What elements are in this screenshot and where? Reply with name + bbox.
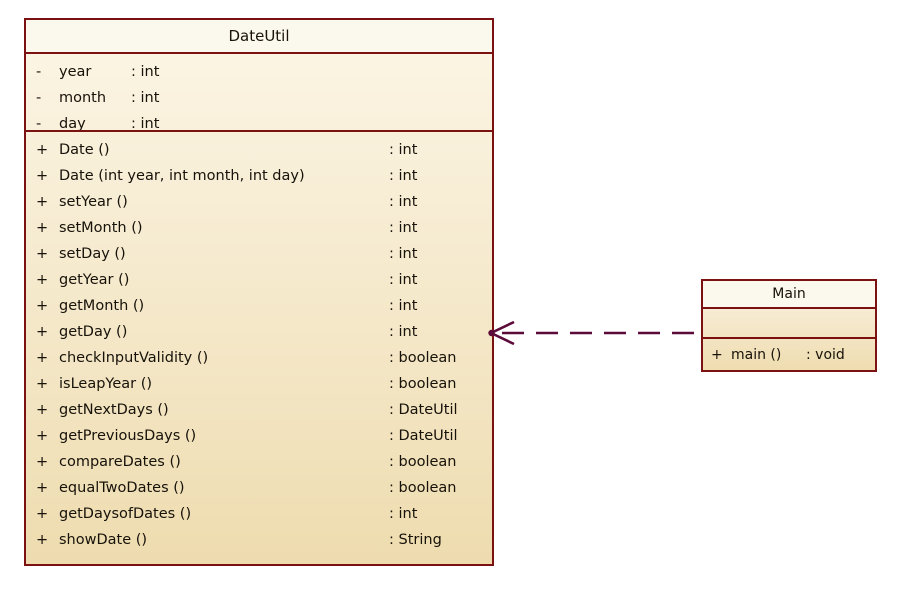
operation-name: equalTwoDates () bbox=[59, 480, 185, 496]
operation-return-type: : int bbox=[389, 142, 418, 158]
operation-row: + getMonth () : int bbox=[26, 293, 492, 319]
operation-row: + setMonth () : int bbox=[26, 215, 492, 241]
attribute-row: - year : int bbox=[26, 59, 492, 85]
attributes-compartment-dateutil: - year : int - month : int - day : int bbox=[26, 54, 492, 132]
operation-name: getPreviousDays () bbox=[59, 428, 197, 444]
operation-name: setYear () bbox=[59, 194, 128, 210]
attribute-type: : int bbox=[131, 64, 160, 80]
operation-name: getYear () bbox=[59, 272, 130, 288]
operation-return-type: : boolean bbox=[389, 480, 457, 496]
class-name-main: Main bbox=[703, 281, 875, 309]
operation-row: + getPreviousDays () : DateUtil bbox=[26, 423, 492, 449]
operation-return-type: : int bbox=[389, 168, 418, 184]
operation-return-type: : boolean bbox=[389, 454, 457, 470]
operation-name: Date () bbox=[59, 142, 110, 158]
visibility-marker: + bbox=[36, 480, 49, 496]
operation-row: + isLeapYear () : boolean bbox=[26, 371, 492, 397]
operation-return-type: : void bbox=[806, 347, 845, 363]
attribute-row: - day : int bbox=[26, 111, 492, 137]
visibility-marker: - bbox=[36, 90, 42, 106]
attribute-row: - month : int bbox=[26, 85, 492, 111]
class-box-main[interactable]: Main + main () : void bbox=[701, 279, 877, 372]
operation-return-type: : int bbox=[389, 194, 418, 210]
visibility-marker: + bbox=[36, 428, 49, 444]
visibility-marker: + bbox=[36, 376, 49, 392]
attribute-type: : int bbox=[131, 116, 160, 132]
visibility-marker: + bbox=[36, 272, 49, 288]
visibility-marker: + bbox=[36, 402, 49, 418]
operation-row: + equalTwoDates () : boolean bbox=[26, 475, 492, 501]
operation-row: + setDay () : int bbox=[26, 241, 492, 267]
operation-return-type: : boolean bbox=[389, 376, 457, 392]
operation-row: + checkInputValidity () : boolean bbox=[26, 345, 492, 371]
open-arrowhead-icon bbox=[490, 320, 515, 346]
operation-return-type: : int bbox=[389, 506, 418, 522]
operation-name: Date (int year, int month, int day) bbox=[59, 168, 305, 184]
visibility-marker: + bbox=[36, 506, 49, 522]
visibility-marker: - bbox=[36, 116, 42, 132]
operation-row: + getYear () : int bbox=[26, 267, 492, 293]
operation-return-type: : int bbox=[389, 298, 418, 314]
operation-row: + setYear () : int bbox=[26, 189, 492, 215]
operation-return-type: : int bbox=[389, 272, 418, 288]
visibility-marker: + bbox=[36, 350, 49, 366]
visibility-marker: + bbox=[36, 142, 49, 158]
operation-row: + compareDates () : boolean bbox=[26, 449, 492, 475]
operation-return-type: : String bbox=[389, 532, 442, 548]
visibility-marker: + bbox=[36, 168, 49, 184]
operation-row: + Date () : int bbox=[26, 137, 492, 163]
visibility-marker: + bbox=[36, 246, 49, 262]
visibility-marker: + bbox=[36, 298, 49, 314]
operation-name: compareDates () bbox=[59, 454, 181, 470]
operation-name: setDay () bbox=[59, 246, 126, 262]
operation-row: + getNextDays () : DateUtil bbox=[26, 397, 492, 423]
visibility-marker: + bbox=[711, 347, 723, 363]
dependency-connector-main-to-dateutil bbox=[488, 320, 704, 346]
attribute-name: day bbox=[59, 116, 86, 132]
operation-name: showDate () bbox=[59, 532, 148, 548]
visibility-marker: + bbox=[36, 454, 49, 470]
operations-compartment-main: + main () : void bbox=[703, 337, 875, 370]
operation-name: getNextDays () bbox=[59, 402, 169, 418]
class-box-dateutil[interactable]: DateUtil - year : int - month : int - da… bbox=[24, 18, 494, 566]
operation-return-type: : boolean bbox=[389, 350, 457, 366]
visibility-marker: + bbox=[36, 220, 49, 236]
operation-row: + getDay () : int bbox=[26, 319, 492, 345]
operation-return-type: : int bbox=[389, 324, 418, 340]
attribute-name: year bbox=[59, 64, 92, 80]
operation-row: + main () : void bbox=[703, 343, 875, 367]
visibility-marker: + bbox=[36, 324, 49, 340]
operation-name: setMonth () bbox=[59, 220, 143, 236]
operation-return-type: : int bbox=[389, 220, 418, 236]
attribute-name: month bbox=[59, 90, 107, 106]
visibility-marker: + bbox=[36, 194, 49, 210]
operation-row: + showDate () : String bbox=[26, 527, 492, 553]
attributes-compartment-main bbox=[703, 309, 875, 337]
operation-return-type: : DateUtil bbox=[389, 402, 458, 418]
operation-name: checkInputValidity () bbox=[59, 350, 209, 366]
operation-name: main () bbox=[731, 347, 782, 363]
operation-return-type: : int bbox=[389, 246, 418, 262]
attribute-type: : int bbox=[131, 90, 160, 106]
operation-name: getMonth () bbox=[59, 298, 145, 314]
operations-compartment-dateutil: + Date () : int + Date (int year, int mo… bbox=[26, 130, 492, 564]
operation-name: getDay () bbox=[59, 324, 128, 340]
operation-row: + Date (int year, int month, int day) : … bbox=[26, 163, 492, 189]
operation-name: isLeapYear () bbox=[59, 376, 153, 392]
operation-row: + getDaysofDates () : int bbox=[26, 501, 492, 527]
operation-return-type: : DateUtil bbox=[389, 428, 458, 444]
visibility-marker: + bbox=[36, 532, 49, 548]
operation-name: getDaysofDates () bbox=[59, 506, 192, 522]
class-name-dateutil: DateUtil bbox=[26, 20, 492, 54]
visibility-marker: - bbox=[36, 64, 42, 80]
